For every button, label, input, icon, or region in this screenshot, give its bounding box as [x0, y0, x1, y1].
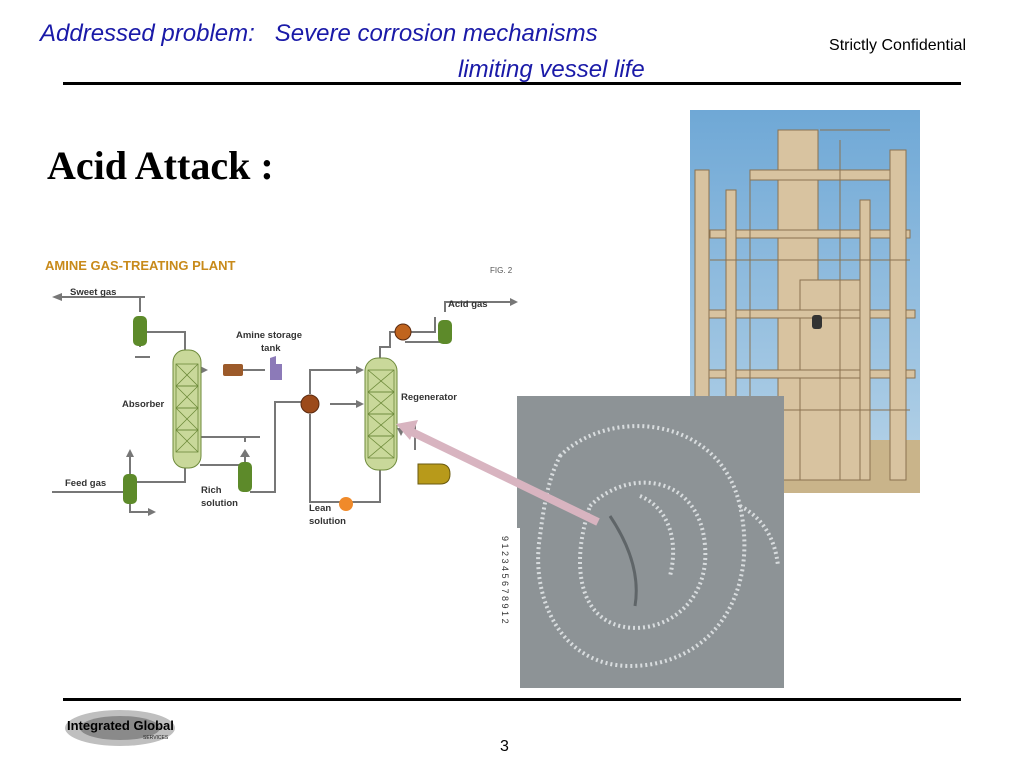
label-amine-storage-2: tank	[261, 343, 281, 354]
label-lean-1: Lean	[309, 503, 331, 514]
plant-photo	[690, 110, 920, 493]
amine-pump	[223, 364, 243, 376]
acid-gas-separator	[438, 320, 452, 344]
condenser	[394, 323, 412, 341]
company-logo: Integrated Global SERVICES	[65, 710, 175, 746]
label-regenerator: Regenerator	[401, 392, 457, 403]
svg-text:9 1 2 3 4 5 6 7 8 9 1 2: 9 1 2 3 4 5 6 7 8 9 1 2	[500, 536, 510, 624]
regenerator-column	[364, 357, 398, 471]
amine-plant-diagram: AMINE GAS-TREATING PLANT FIG. 2	[45, 258, 518, 527]
confidential-label: Strictly Confidential	[829, 37, 966, 54]
label-acid-gas: Acid gas	[448, 299, 488, 310]
diagram-fig-label: FIG. 2	[490, 266, 513, 275]
amine-storage-tank	[270, 356, 282, 380]
label-amine-storage-1: Amine storage	[236, 330, 302, 341]
label-rich-2: solution	[201, 498, 238, 509]
page-number: 3	[500, 738, 509, 755]
logo-subtext: SERVICES	[143, 735, 169, 741]
label-absorber: Absorber	[122, 399, 165, 410]
logo-text: Integrated Global	[67, 718, 174, 733]
diagram-title: AMINE GAS-TREATING PLANT	[45, 258, 235, 273]
feed-gas-separator	[123, 474, 137, 504]
heat-exchanger	[300, 394, 320, 414]
label-rich-1: Rich	[201, 485, 222, 496]
corrosion-micrograph: 9 1 2 3 4 5 6 7 8 9 1 2	[490, 396, 784, 688]
rich-solution-flash-drum	[238, 462, 252, 492]
label-feed-gas: Feed gas	[65, 478, 106, 489]
absorber-column	[172, 349, 202, 469]
slide-heading: Acid Attack :	[47, 143, 274, 188]
header-title-line-1: Addressed problem: Severe corrosion mech…	[40, 20, 598, 47]
reboiler	[417, 463, 451, 485]
header-title-line-2: limiting vessel life	[458, 56, 645, 83]
label-sweet-gas: Sweet gas	[70, 287, 116, 298]
lean-solution-pump	[339, 497, 353, 511]
header-rule	[63, 82, 961, 85]
footer-rule	[63, 698, 961, 701]
sweet-gas-separator	[133, 316, 147, 346]
label-lean-2: solution	[309, 516, 346, 527]
